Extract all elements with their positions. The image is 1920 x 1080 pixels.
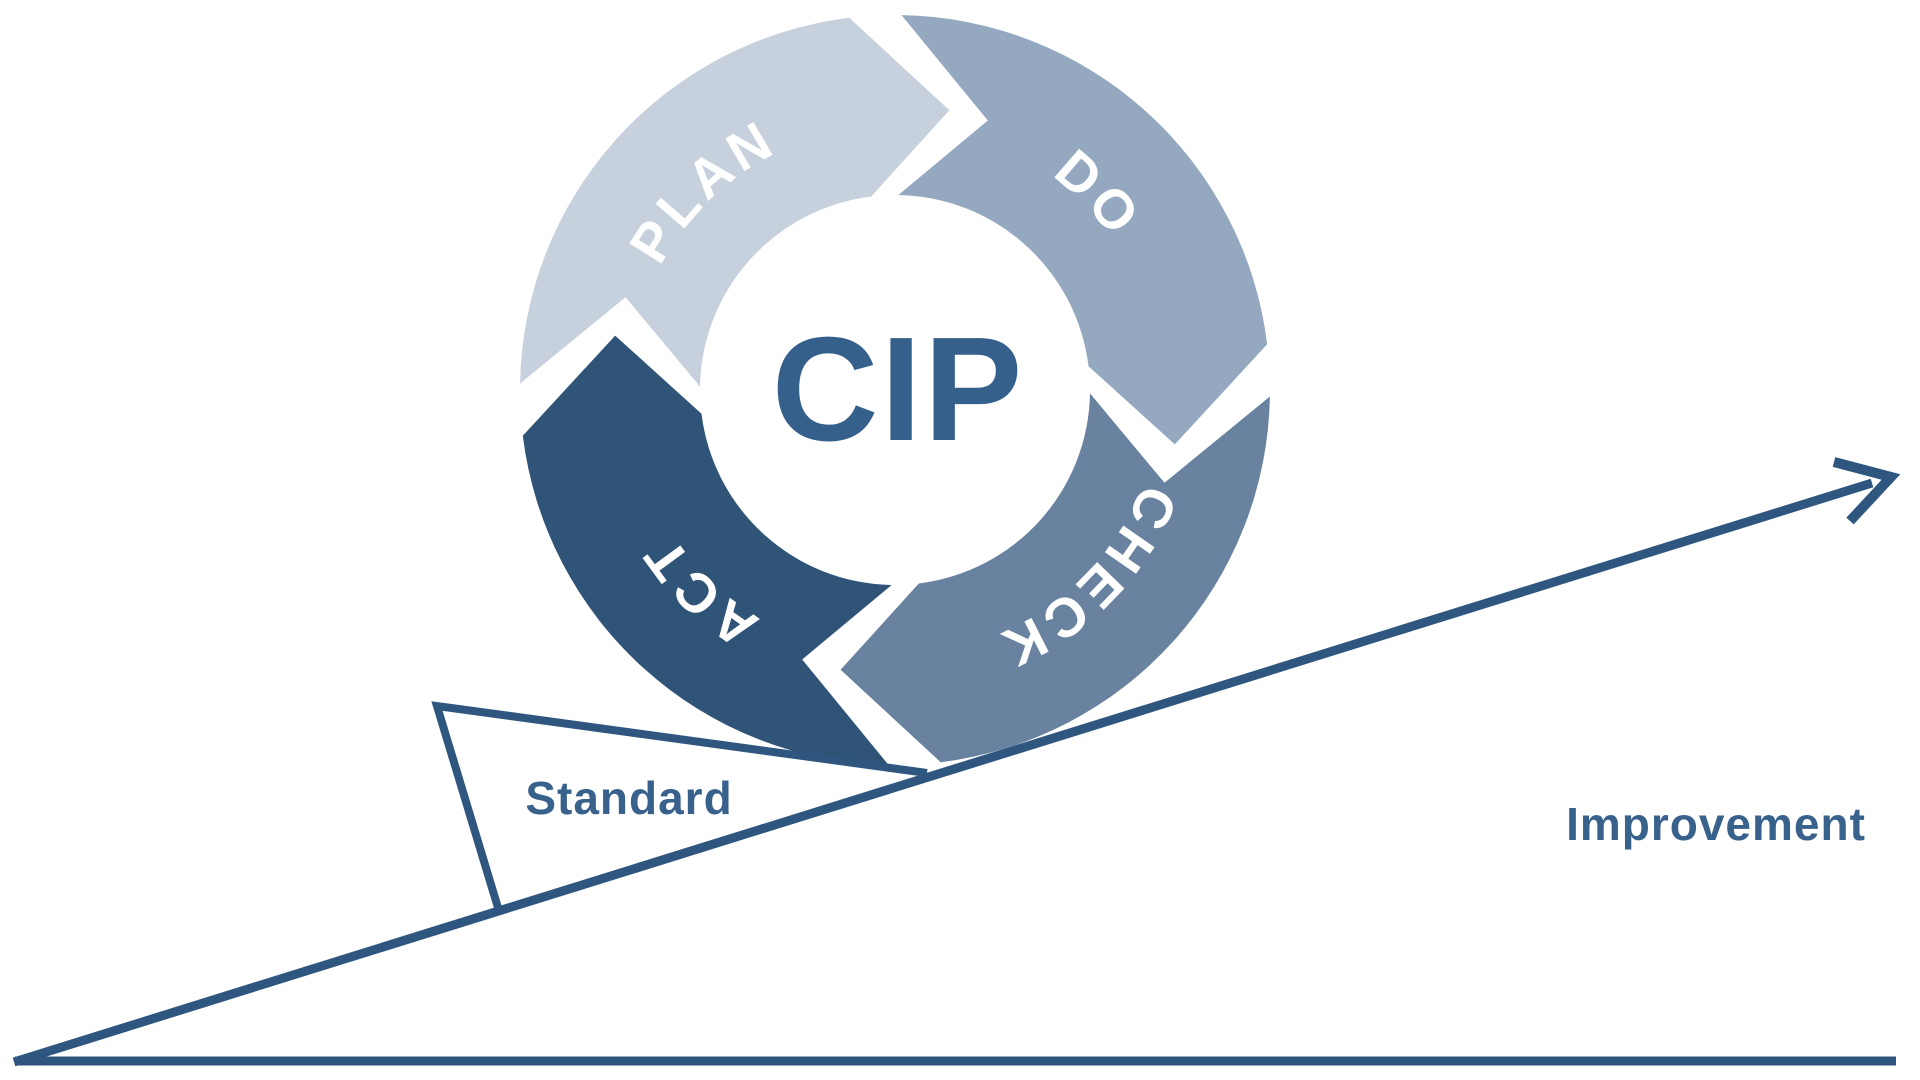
improvement-label: Improvement xyxy=(1566,798,1866,850)
incline-line xyxy=(12,478,1874,1067)
standard-label: Standard xyxy=(525,772,732,824)
segment-do xyxy=(898,15,1268,445)
standard-wedge xyxy=(431,701,928,913)
segment-check xyxy=(840,393,1270,763)
segment-act xyxy=(522,335,892,765)
segment-plan xyxy=(520,17,950,387)
center-label: CIP xyxy=(772,307,1025,472)
cycle-ring xyxy=(520,15,1270,765)
slope-group xyxy=(12,457,1901,1067)
arrow-head-icon xyxy=(1832,457,1901,525)
